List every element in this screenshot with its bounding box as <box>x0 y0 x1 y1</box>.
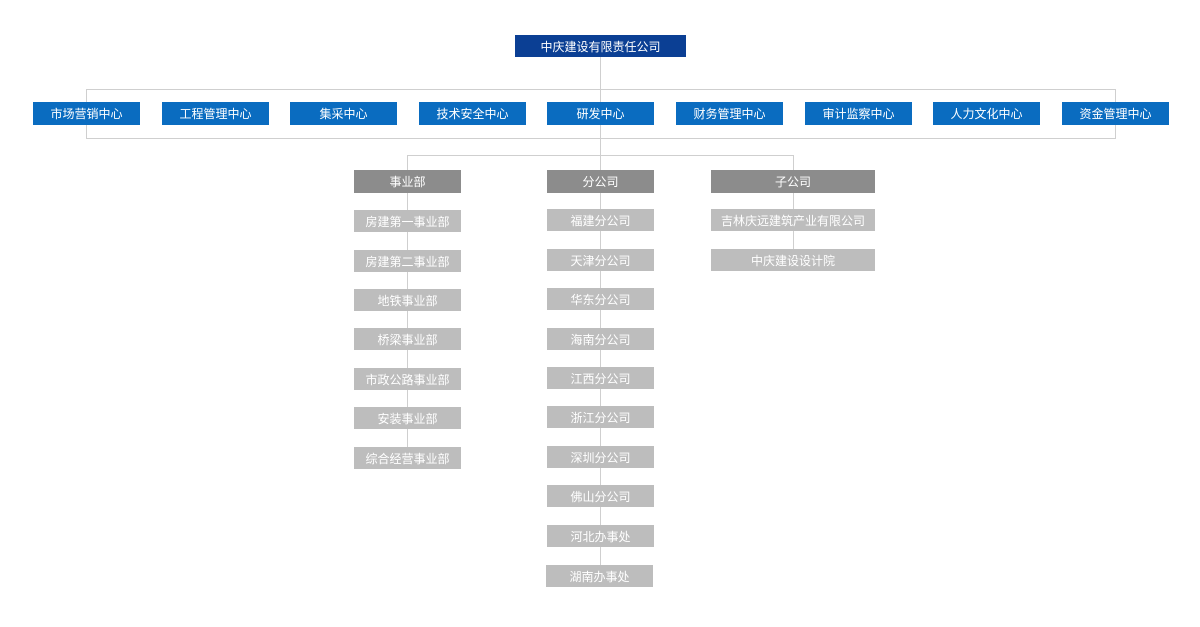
branch-item: 佛山分公司 <box>547 485 654 507</box>
group-header-divisions: 事业部 <box>354 170 461 193</box>
center-procurement: 集采中心 <box>290 102 397 125</box>
division-item: 房建第二事业部 <box>354 250 461 272</box>
subsidiary-item: 中庆建设设计院 <box>711 249 875 271</box>
branch-item: 华东分公司 <box>547 288 654 310</box>
branch-item: 浙江分公司 <box>547 406 654 428</box>
division-item: 市政公路事业部 <box>354 368 461 390</box>
center-rd: 研发中心 <box>547 102 654 125</box>
center-marketing: 市场营销中心 <box>33 102 140 125</box>
division-item: 综合经营事业部 <box>354 447 461 469</box>
center-engineering: 工程管理中心 <box>162 102 269 125</box>
center-hr-culture: 人力文化中心 <box>933 102 1040 125</box>
groups-rail <box>407 155 794 156</box>
center-audit: 审计监察中心 <box>805 102 912 125</box>
branch-item: 海南分公司 <box>547 328 654 350</box>
root-node: 中庆建设有限责任公司 <box>515 35 686 57</box>
branch-item: 河北办事处 <box>547 525 654 547</box>
centers-bottom-rail <box>86 138 1116 139</box>
group-1-spine <box>407 192 408 458</box>
division-item: 安装事业部 <box>354 407 461 429</box>
root-down-connector <box>600 57 601 103</box>
group-header-subsidiaries: 子公司 <box>711 170 875 193</box>
branch-item: 江西分公司 <box>547 367 654 389</box>
center-capital: 资金管理中心 <box>1062 102 1169 125</box>
group-header-branches: 分公司 <box>547 170 654 193</box>
rd-down-connector <box>600 125 601 171</box>
division-item: 地铁事业部 <box>354 289 461 311</box>
group-3-drop <box>793 155 794 171</box>
branch-item: 湖南办事处 <box>546 565 653 587</box>
division-item: 房建第一事业部 <box>354 210 461 232</box>
branch-item: 天津分公司 <box>547 249 654 271</box>
group-1-drop <box>407 155 408 171</box>
center-tech-safety: 技术安全中心 <box>419 102 526 125</box>
division-item: 桥梁事业部 <box>354 328 461 350</box>
centers-top-rail <box>86 89 1116 90</box>
center-finance: 财务管理中心 <box>676 102 783 125</box>
subsidiary-item: 吉林庆远建筑产业有限公司 <box>711 209 875 231</box>
branch-item: 福建分公司 <box>547 209 654 231</box>
branch-item: 深圳分公司 <box>547 446 654 468</box>
